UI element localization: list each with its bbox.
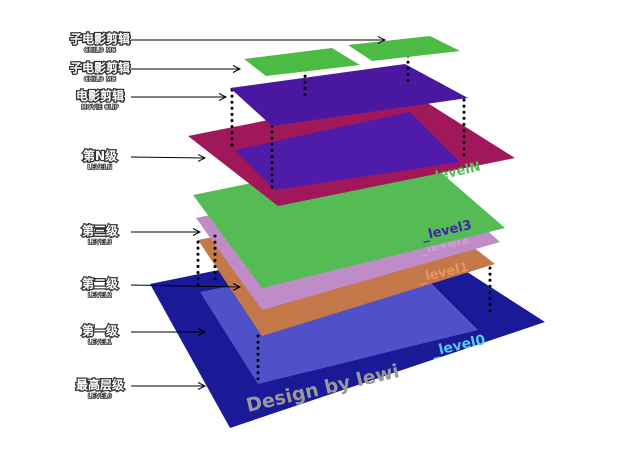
plane-levelN-inner [235, 112, 460, 190]
arrow-head-icon [377, 36, 387, 44]
layer-label-en: LEVEL1 [88, 339, 112, 346]
arrow-head-icon [192, 228, 202, 236]
pointer-arrow-line [130, 284, 241, 288]
layer-label-cn: 子电影剪辑 [70, 31, 130, 46]
arrow-head-icon [232, 282, 242, 291]
layer-label-cn: 子电影剪辑 [70, 60, 130, 75]
layer-label-cn: 最高层级 [76, 377, 124, 392]
layer-label-cn: 第二级 [82, 276, 118, 291]
layer-label-cn: 第三级 [82, 223, 118, 238]
layer-label-cn: 电影剪辑 [76, 88, 124, 103]
layer-label-en: CHILD MC [84, 76, 116, 83]
arrow-head-icon [218, 93, 228, 101]
layer-label-en: LEVEL2 [88, 292, 112, 299]
plane-child-mc-right [348, 36, 460, 61]
layer-label-cn: 第一级 [82, 323, 118, 338]
arrow-head-icon [197, 153, 207, 162]
layer-label-en: CHILD MC [84, 47, 116, 54]
layer-label-en: LEVEL0 [88, 393, 112, 400]
arrow-head-icon [232, 65, 242, 73]
layer-label-en: LEVELN [88, 164, 113, 171]
pointer-arrow-line [130, 156, 206, 159]
layer-label-cn: 第N级 [83, 148, 117, 163]
layer-label-en: LEVEL3 [88, 239, 112, 246]
plane-child-mc-left [244, 48, 360, 76]
layer-label-en: MOVIE CLIP [81, 104, 118, 111]
arrow-head-icon [197, 382, 207, 390]
arrow-head-icon [197, 328, 207, 336]
